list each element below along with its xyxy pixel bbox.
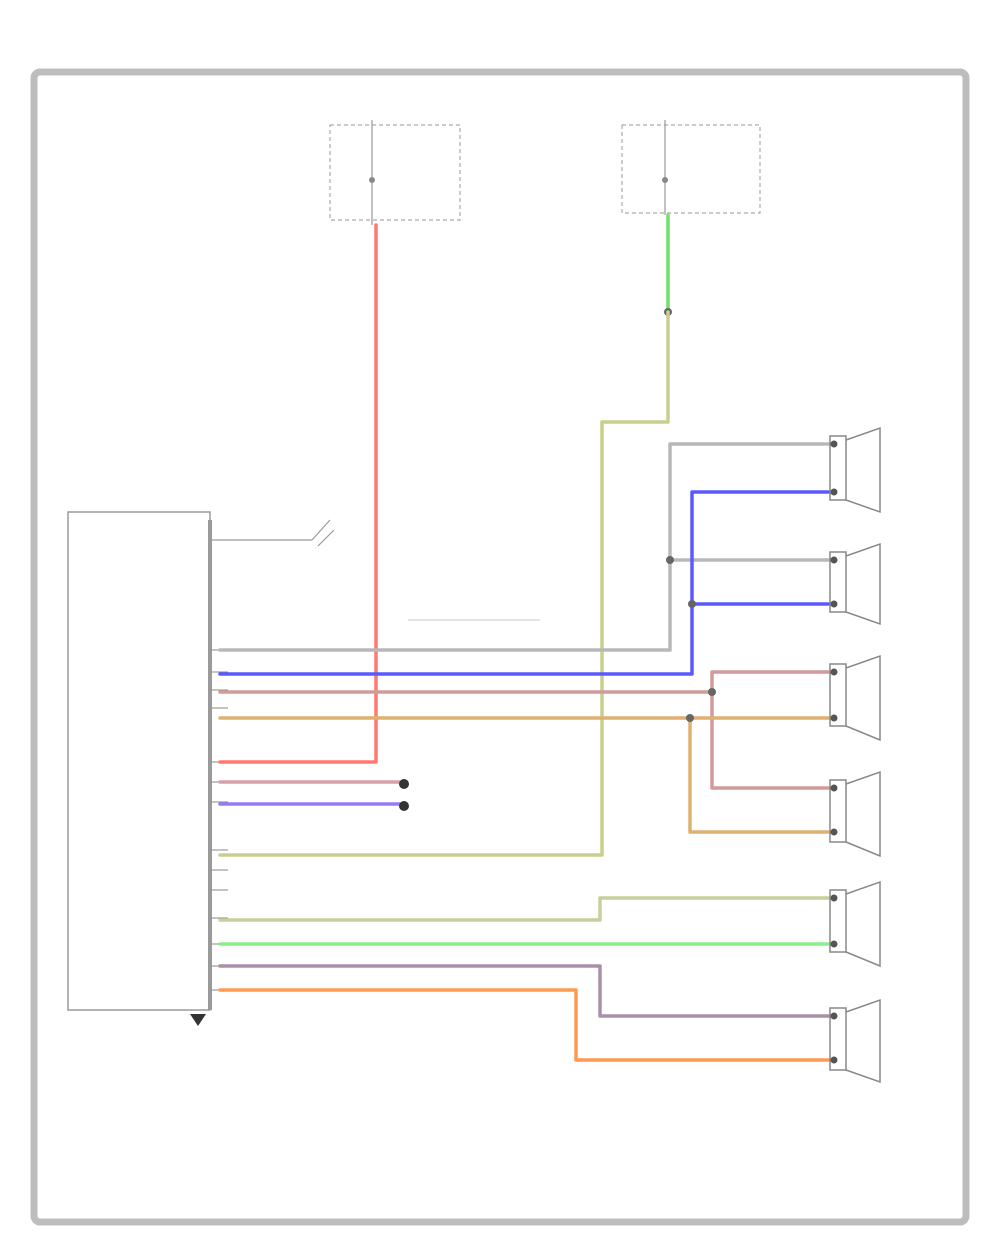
speakers <box>829 426 881 1084</box>
speaker-3-pin-a <box>830 668 838 676</box>
speaker-4-cone <box>845 770 881 858</box>
speaker-2-cone <box>845 542 881 626</box>
blue-wire-a <box>218 490 832 676</box>
speaker-1 <box>829 426 881 514</box>
rear-wire-1 <box>218 896 832 922</box>
battery-feed-wire <box>218 223 378 764</box>
speaker-3-pin-b <box>830 714 838 722</box>
pink-wire-up <box>710 670 832 694</box>
audio-ground-symbol <box>190 1014 206 1026</box>
speaker-5-pin-b <box>830 940 838 948</box>
gray-wire-a <box>218 442 832 652</box>
pink-splice <box>708 688 716 696</box>
fuse-right-terminal <box>662 177 668 183</box>
speaker-1-pin-a <box>830 440 838 448</box>
speaker-4-pin-b <box>830 828 838 836</box>
rear-wire-3 <box>218 964 832 1018</box>
speaker-3-terminal-block <box>829 663 847 727</box>
pink-wire-down <box>710 690 832 790</box>
speaker-2-pin-b <box>830 600 838 608</box>
acc-feed-lower-wire <box>218 310 670 857</box>
gray-splice <box>666 556 674 564</box>
speaker-5-terminal-block <box>829 889 847 953</box>
speaker-5 <box>829 880 881 968</box>
fuse-box-right <box>621 120 761 215</box>
speaker-4-terminal-block <box>829 779 847 843</box>
speaker-6-terminal-block <box>829 1007 847 1071</box>
antenna <box>212 519 335 547</box>
diagram-frame <box>30 68 970 1226</box>
lamp-connector-top-icon <box>399 779 409 789</box>
connector-pin-marks <box>212 539 228 991</box>
speaker-6-pin-a <box>830 1012 838 1020</box>
speaker-5-pin-a <box>830 894 838 902</box>
rear-wire-4 <box>218 988 832 1062</box>
speaker-4-pin-a <box>830 784 838 792</box>
lamp-connector-bottom-icon <box>399 801 409 811</box>
speaker-6 <box>829 998 881 1084</box>
speaker-4 <box>829 770 881 858</box>
speaker-2-terminal-block <box>829 551 847 613</box>
tan-splice <box>686 714 694 722</box>
speaker-1-pin-b <box>830 488 838 496</box>
audio-unit <box>67 511 212 1026</box>
speaker-1-terminal-block <box>829 435 847 501</box>
fuse-box-right-outline <box>621 124 761 214</box>
speaker-1-cone <box>845 426 881 514</box>
blue-splice <box>688 600 696 608</box>
speaker-6-cone <box>845 998 881 1084</box>
speaker-2 <box>829 542 881 626</box>
fuse-left-terminal <box>369 177 375 183</box>
audio-unit-outline <box>67 511 211 1011</box>
antenna-symbol <box>311 519 335 547</box>
tan-wire-down <box>688 716 832 834</box>
speaker-3 <box>829 654 881 742</box>
speaker-6-pin-b <box>830 1056 838 1064</box>
fuse-box-left-outline <box>329 124 461 221</box>
speaker-5-cone <box>845 880 881 968</box>
speaker-3-cone <box>845 654 881 742</box>
speaker-2-pin-a <box>830 556 838 564</box>
fuse-box-left <box>329 120 461 225</box>
